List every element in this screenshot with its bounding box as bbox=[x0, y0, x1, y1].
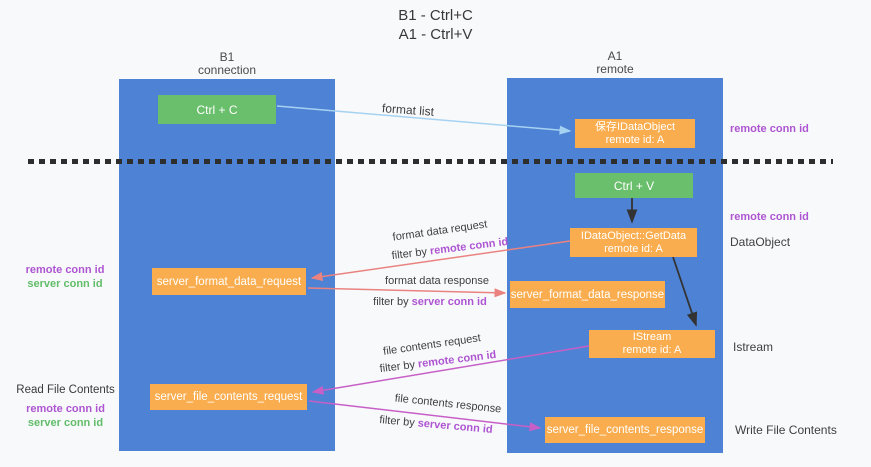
right-write-file-contents-label: Write File Contents bbox=[735, 423, 837, 437]
left-conn-ids-top: remote conn id server conn id bbox=[15, 263, 115, 291]
right-istream-label: Istream bbox=[733, 340, 774, 354]
title-line-1: B1 - Ctrl+C bbox=[398, 7, 473, 24]
left-read-file-contents-label: Read File Contents bbox=[16, 384, 115, 396]
node-ctrl-v: Ctrl + V bbox=[575, 173, 693, 198]
node-ctrl-v-label: Ctrl + V bbox=[613, 178, 655, 193]
node-istream: IStream remote id: A bbox=[589, 330, 715, 358]
node-server-file-contents-request-label: server_file_contents_request bbox=[154, 391, 303, 403]
filter-by-text: filter by bbox=[373, 296, 409, 308]
left-server-conn-id: server conn id bbox=[27, 278, 103, 290]
node-save-idataobject-line1: 保存IDataObject bbox=[594, 120, 676, 133]
node-server-format-data-response-label: server_format_data_response bbox=[510, 288, 665, 301]
label-format-data-response: format data response bbox=[385, 275, 489, 287]
title-line-2: A1 - Ctrl+V bbox=[398, 26, 473, 43]
left-column-role: connection bbox=[197, 63, 257, 77]
server-conn-id-text: server conn id bbox=[411, 296, 487, 308]
node-server-format-data-response: server_format_data_response bbox=[510, 281, 665, 308]
node-save-idataobject-line2: remote id: A bbox=[605, 133, 665, 146]
page-title: B1 - Ctrl+C A1 - Ctrl+V bbox=[0, 6, 871, 44]
node-idataobject-getdata-line2: remote id: A bbox=[604, 242, 663, 255]
node-server-file-contents-response: server_file_contents_response bbox=[545, 417, 705, 443]
right-column-name: A1 bbox=[607, 49, 623, 63]
left-conn-ids-bottom: Read File Contents remote conn id server… bbox=[13, 383, 118, 430]
node-server-format-data-request-label: server_format_data_request bbox=[156, 275, 302, 288]
arrow-format-data-request bbox=[310, 240, 571, 281]
node-idataobject-getdata-line1: IDataObject::GetData bbox=[580, 229, 687, 242]
right-column-header: A1 remote bbox=[507, 50, 723, 76]
node-server-format-data-request: server_format_data_request bbox=[152, 268, 306, 295]
right-remote-conn-id-mid: remote conn id bbox=[730, 211, 809, 223]
node-istream-line1: IStream bbox=[632, 331, 672, 343]
node-ctrl-c-label: Ctrl + C bbox=[196, 102, 238, 117]
left-column-name: B1 bbox=[219, 50, 235, 64]
right-column-role: remote bbox=[596, 62, 634, 76]
right-dataobject-label: DataObject bbox=[730, 235, 791, 249]
arrow-format-list bbox=[276, 105, 572, 135]
node-server-file-contents-response-label: server_file_contents_response bbox=[546, 424, 704, 436]
left-remote-conn-id: remote conn id bbox=[25, 264, 105, 276]
left-remote-conn-id: remote conn id bbox=[26, 403, 105, 415]
right-remote-conn-id-top: remote conn id bbox=[730, 123, 809, 135]
node-istream-line2: remote id: A bbox=[622, 344, 682, 356]
arrow-file-contents-request bbox=[311, 345, 590, 395]
arrow-file-contents-response bbox=[308, 400, 542, 432]
node-server-file-contents-request: server_file_contents_request bbox=[150, 384, 307, 410]
node-save-idataobject: 保存IDataObject remote id: A bbox=[575, 119, 695, 148]
dashed-separator bbox=[28, 159, 833, 164]
left-server-conn-id: server conn id bbox=[27, 417, 104, 429]
left-column-header: B1 connection bbox=[119, 51, 335, 77]
arrow-getdata-to-istream bbox=[672, 256, 698, 327]
node-ctrl-c: Ctrl + C bbox=[158, 95, 276, 124]
node-idataobject-getdata: IDataObject::GetData remote id: A bbox=[570, 228, 697, 257]
arrow-format-data-response bbox=[307, 287, 507, 298]
